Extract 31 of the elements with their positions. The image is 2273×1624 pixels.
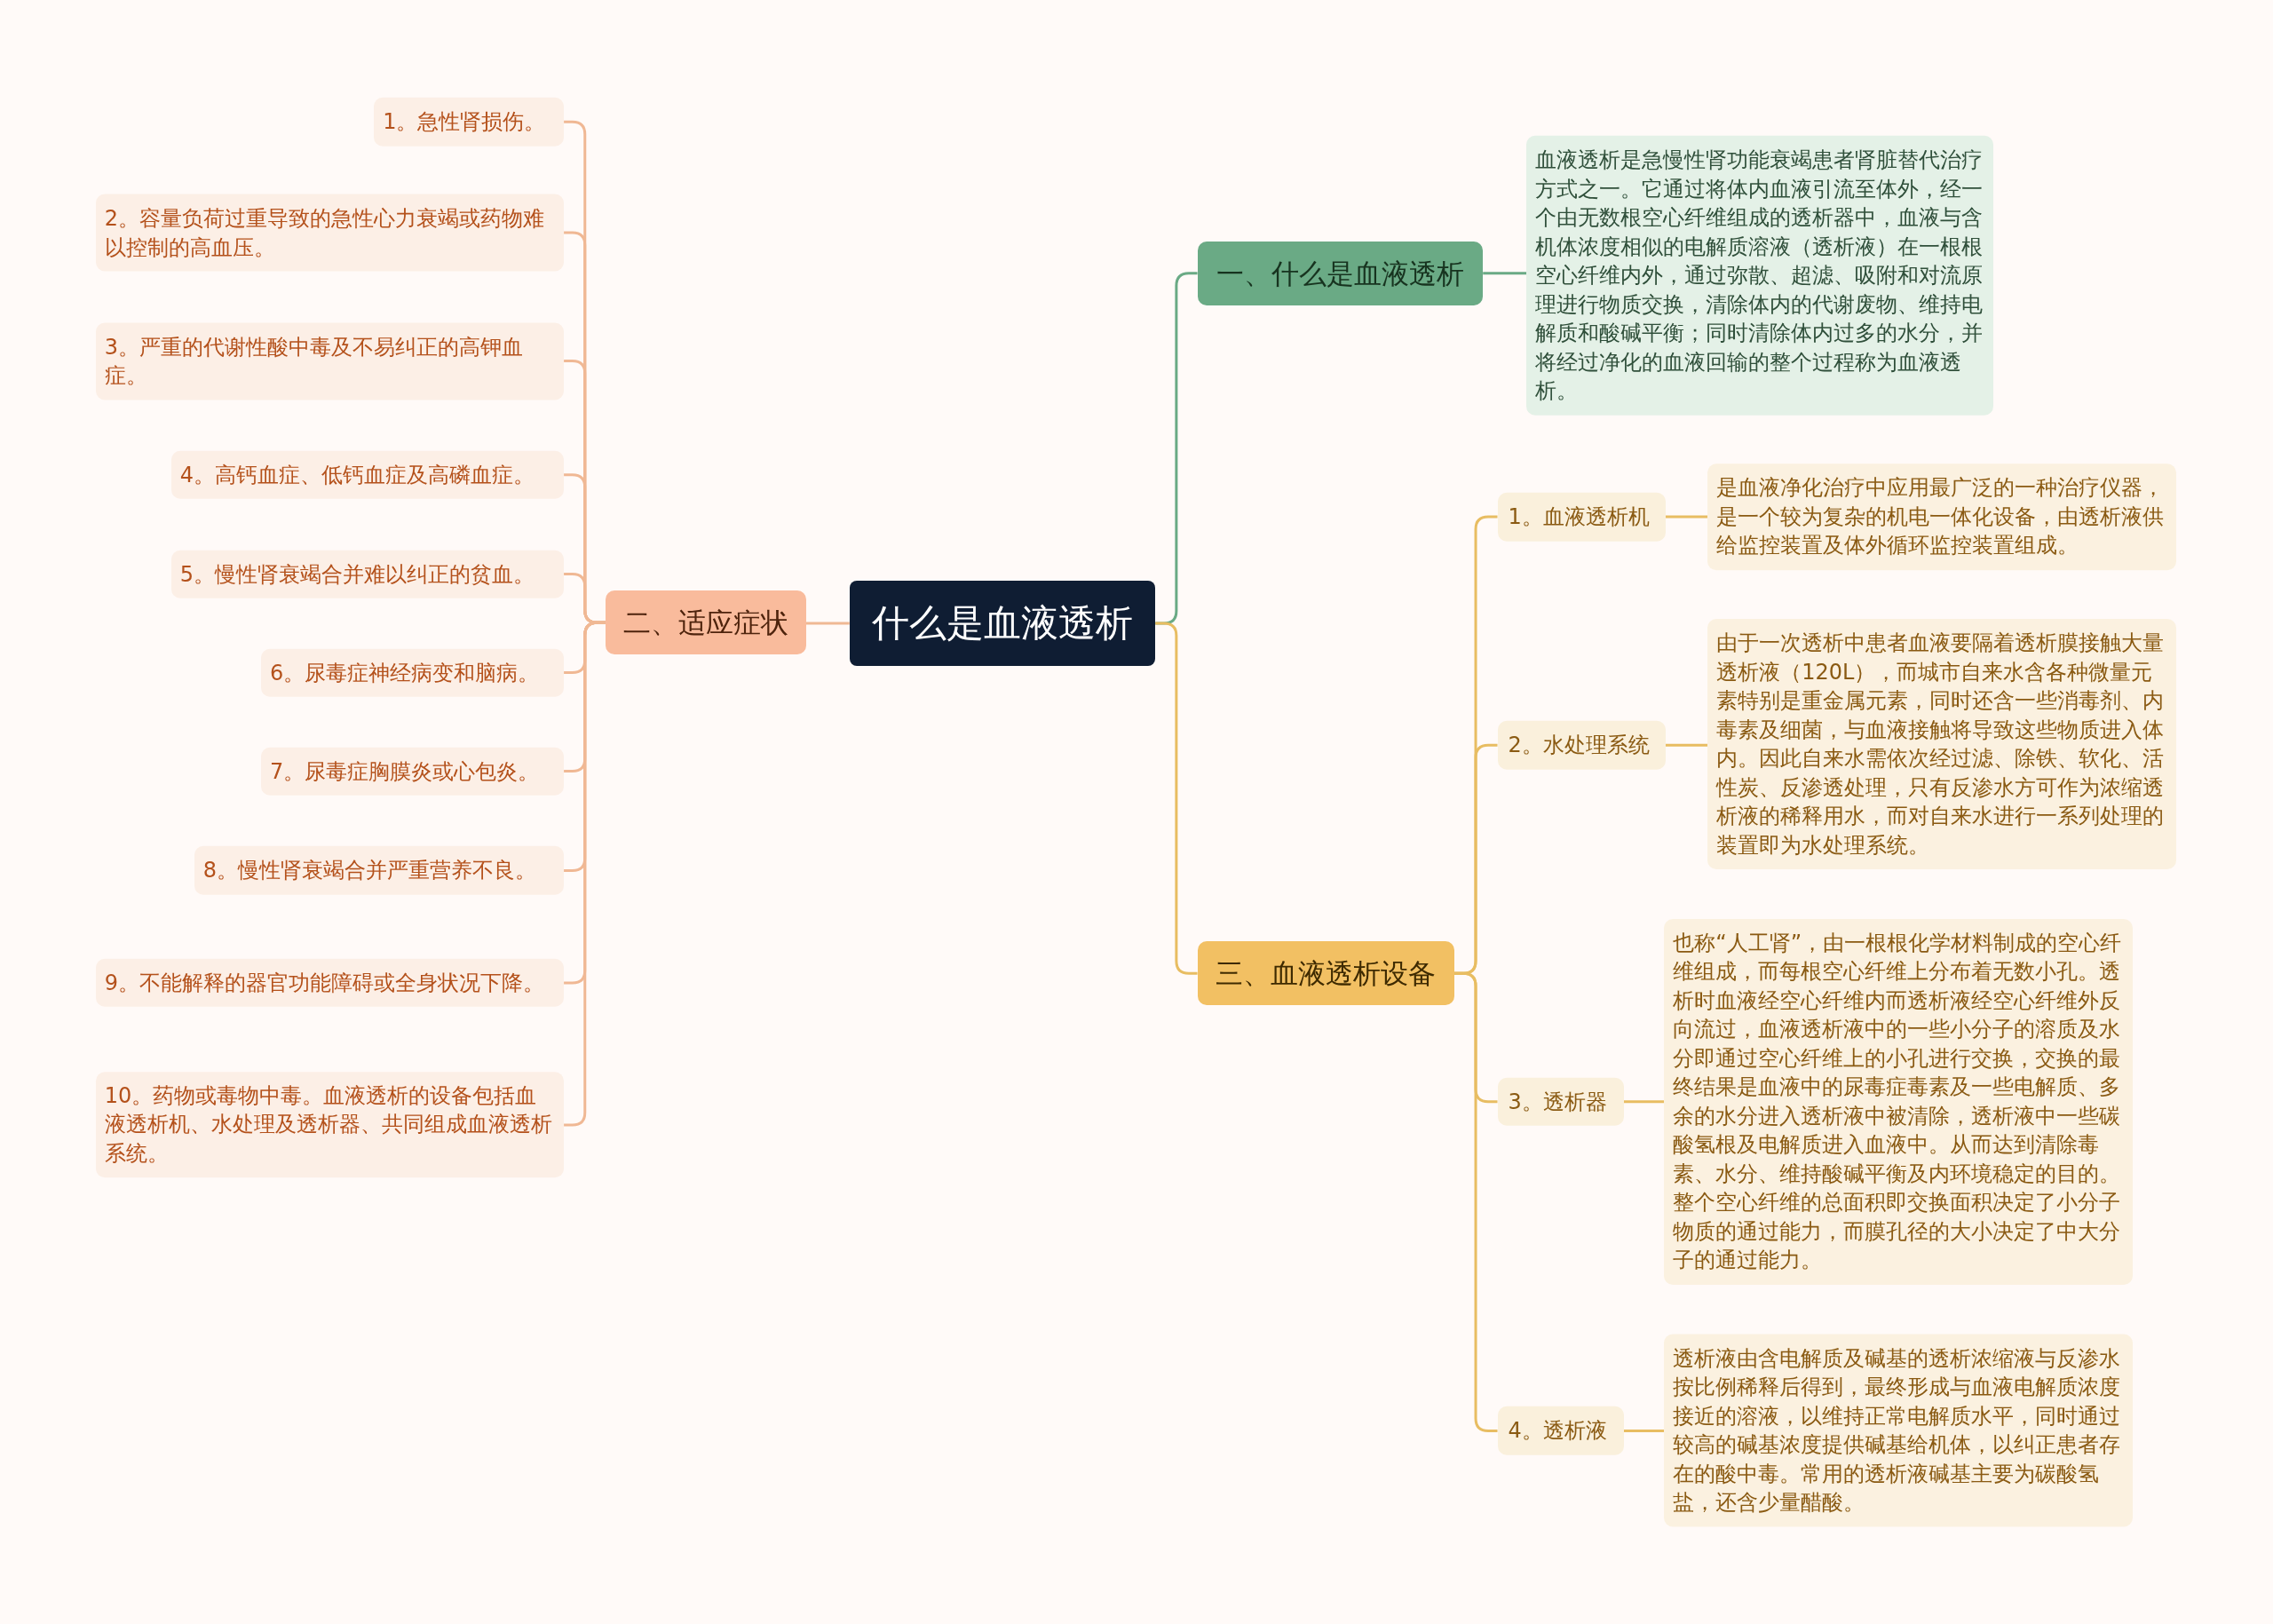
connector-line [1453, 971, 1498, 1432]
connector-line [1155, 622, 1198, 975]
subtopic-box: 2。容量负荷过重导致的急性心力衰竭或药物难以控制的高血压。 [95, 194, 565, 272]
subtopic-box: 4。透析液 [1497, 1406, 1624, 1455]
subtopic-box: 2。水处理系统 [1497, 720, 1666, 770]
connector-line [1623, 1100, 1665, 1104]
note-box: 血液透析是急慢性肾功能衰竭患者肾脏替代治疗方式之一。它通过将体内血液引流至体外，经一个由无数根空心纤维组成的透析器中，血液与含机体浓度相似的电解质溶液（透析液）在一根根空心纤维内外，通过弥散、超滤、吸附和对流原理进行物质交换，清除体内的代谢废物、维持电解质和酸碱平衡；同时清除体内过多的水分，并将经过净化的血液回输的整个过程称为血液透析。 [1526, 135, 1993, 416]
subtopic-box: 3。严重的代谢性酸中毒及不易纠正的高钾血症。 [95, 322, 565, 400]
subtopic-box: 5。慢性肾衰竭合并难以纠正的贫血。 [170, 550, 565, 598]
subtopic-box: 7。尿毒症胸膜炎或心包炎。 [260, 747, 565, 796]
branch-topic-box: 一、什么是血液透析 [1197, 241, 1484, 305]
connector-line [805, 622, 850, 625]
note-box: 由于一次透析中患者血液要隔着透析膜接触大量透析液（120L），而城市自来水含各种微量元素特别是重金属元素，同时还含一些消毒剂、内毒素及细菌，与血液接触将导致这些物质进入体内。因此自来水需依次经过滤、除铁、软化、活性炭、反渗透处理，只有反渗水方可作为浓缩透析液的稀释用水，而对自来水进行一系列处理的装置即为水处理系统。 [1707, 619, 2176, 870]
subtopic-box: 8。慢性肾衰竭合并严重营养不良。 [194, 846, 565, 895]
subtopic-box: 6。尿毒症神经病变和脑病。 [260, 648, 565, 697]
subtopic-box: 9。不能解释的器官功能障碍或全身状况下降。 [95, 958, 565, 1008]
note-box: 是血液净化治疗中应用最广泛的一种治疗仪器，是一个较为复杂的机电一体化设备，由透析液供给监控装置及体外循环监控装置组成。 [1707, 463, 2176, 570]
subtopic-box: 1。急性肾损伤。 [374, 97, 565, 147]
central-topic-box: 什么是血液透析 [849, 581, 1156, 667]
subtopic-box: 10。药物或毒物中毒。血液透析的设备包括血液透析机、水处理及透析器、共同组成血液透析系统。 [95, 1072, 565, 1178]
note-box: 也称“人工肾”，由一根根化学材料制成的空心纤维组成，而每根空心纤维上分布着无数小孔。透析时血液经空心纤维内而透析液经空心纤维外反向流过，血液透析液中的一些小分子的溶质及水分即通过空心纤维上的小孔进行交换，交换的最终结果是血液中的尿毒症毒素及一些电解质、多余的水分进入透析液中被清除，透析液中一些碳酸氢根及电解质进入血液中。从而达到清除毒素、水分、维持酸碱平衡及内环境稳定的目的。整个空心纤维的总面积即交换面积决定了小分子物质的通过能力，而膜孔径的大小决定了中大分子的通过能力。 [1664, 918, 2133, 1285]
connector-line [1665, 515, 1708, 519]
connector-line [1665, 743, 1708, 747]
subtopic-box: 1。血液透析机 [1497, 492, 1666, 542]
connector-line [1623, 1429, 1665, 1432]
connector-line [1483, 272, 1527, 275]
subtopic-box: 4。高钙血症、低钙血症及高磷血症。 [170, 450, 565, 499]
branch-topic-box: 三、血液透析设备 [1197, 941, 1454, 1006]
note-box: 透析液由含电解质及碱基的透析浓缩液与反渗水按比例稀释后得到，最终形成与血液电解质浓度接近的溶液，以维持正常电解质水平，同时通过较高的碱基浓度提供碱基给机体，以纠正患者存在的酸中毒。常用的透析液碱基主要为碳酸氢盐，还含少量醋酸。 [1664, 1334, 2133, 1527]
branch-topic-box: 二、适应症状 [606, 590, 806, 655]
subtopic-box: 3。透析器 [1497, 1077, 1624, 1127]
